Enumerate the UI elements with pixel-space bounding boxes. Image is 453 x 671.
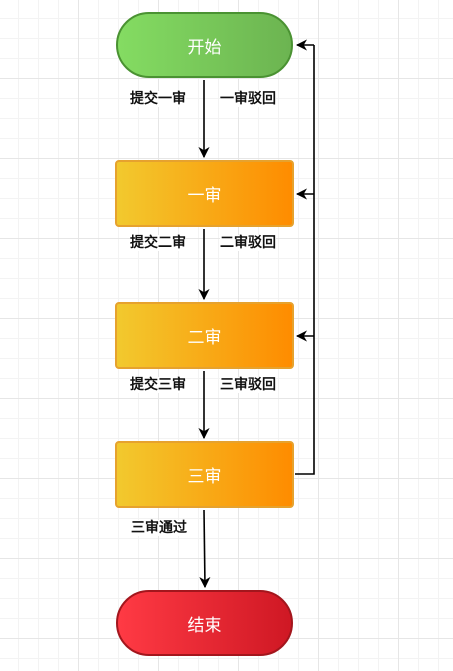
edge-reject-return-line — [295, 45, 315, 475]
edge-review-3-to-end — [199, 509, 211, 589]
edge-label-submit-1: 提交一审 — [130, 91, 186, 107]
node-review-1[interactable]: 一审 — [115, 160, 294, 227]
edge-label-reject-3: 三审驳回 — [220, 377, 276, 393]
node-end-label: 结束 — [187, 615, 222, 636]
node-review-2-label: 二审 — [187, 328, 222, 348]
edge-label-pass-3: 三审通过 — [131, 520, 187, 536]
node-end[interactable]: 结束 — [116, 590, 293, 656]
node-review-2[interactable]: 二审 — [115, 302, 294, 369]
edge-label-reject-2: 二审驳回 — [220, 235, 276, 251]
node-review-3[interactable]: 三审 — [115, 441, 294, 508]
edge-label-submit-3: 提交三审 — [130, 377, 186, 393]
edge-label-reject-1: 一审驳回 — [220, 91, 276, 107]
edge-label-submit-2: 提交二审 — [130, 235, 186, 251]
node-review-3-label: 三审 — [187, 467, 222, 487]
node-start[interactable]: 开始 — [116, 12, 293, 78]
node-review-1-label: 一审 — [187, 186, 222, 206]
node-start-label: 开始 — [187, 37, 222, 58]
